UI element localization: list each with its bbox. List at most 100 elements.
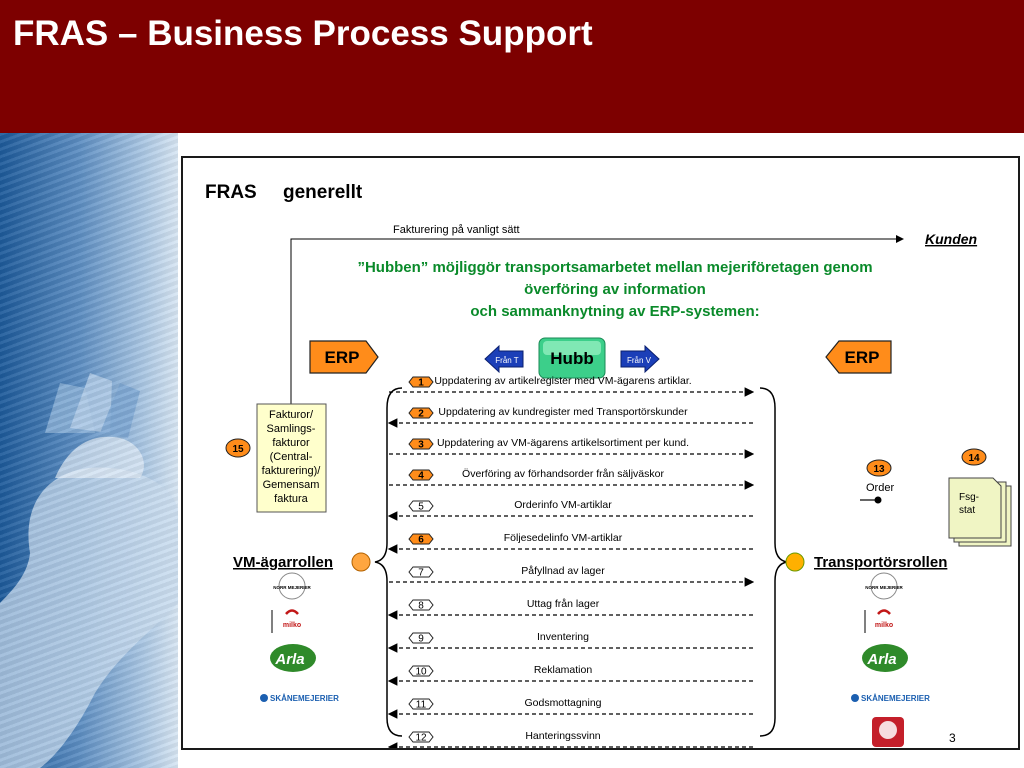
logo-text: SKÅNEMEJERIER bbox=[270, 694, 339, 703]
badge-14 bbox=[961, 448, 987, 466]
step-label: Uttag från lager bbox=[527, 598, 600, 610]
step-number: 11 bbox=[416, 700, 427, 711]
milko-logo-left bbox=[285, 609, 299, 615]
step-number: 3 bbox=[418, 440, 424, 451]
fsg-stat-document bbox=[948, 477, 1002, 539]
erp-left-arrow bbox=[309, 340, 379, 374]
step-number-badge bbox=[408, 632, 434, 644]
invoice-box-line: Fakturor/ bbox=[269, 409, 314, 421]
badge-15-label: 15 bbox=[232, 444, 244, 455]
step-label: Uppdatering av VM-ägarens artikelsortime… bbox=[437, 437, 689, 449]
invoice-box-line: (Central- bbox=[270, 451, 313, 463]
step-label: Påfyllnad av lager bbox=[521, 565, 605, 577]
hub-text-line2: överföring av information bbox=[524, 281, 706, 298]
step-number: 7 bbox=[418, 568, 424, 579]
step-label: Uppdatering av kundregister med Transpor… bbox=[438, 406, 688, 418]
fist-with-money-photo bbox=[0, 133, 178, 768]
logo-text: Arla bbox=[274, 651, 304, 668]
hub-text-line1: ”Hubben” möjliggör transportsamarbetet m… bbox=[357, 259, 872, 276]
step-row: 2 Uppdatering av kundregister med Transpo… bbox=[387, 406, 753, 428]
fsg-label-line: Fsg- bbox=[959, 492, 979, 503]
from-v-arrow bbox=[620, 344, 660, 374]
step-number-badge bbox=[408, 438, 434, 450]
from-v-label: Från V bbox=[627, 356, 652, 365]
step-row: 6 Följesedelinfo VM-artiklar bbox=[387, 532, 753, 554]
logo-text: SKÅNEMEJERIER bbox=[861, 694, 930, 703]
step-row: 7 Påfyllnad av lager bbox=[389, 565, 755, 587]
badge-13-label: 13 bbox=[873, 464, 885, 475]
invoice-box-line: fakturering)/ bbox=[262, 465, 322, 477]
step-number: 6 bbox=[418, 535, 424, 546]
from-t-arrow bbox=[484, 344, 524, 374]
step-number-badge bbox=[408, 533, 434, 545]
step-number-badge bbox=[408, 665, 434, 677]
step-label: Inventering bbox=[537, 631, 589, 643]
customer-label: Kunden bbox=[925, 231, 977, 247]
process-diagram: FRAS generellt Fakturering på vanligt sä… bbox=[205, 182, 1012, 748]
step-number: 9 bbox=[418, 634, 424, 645]
step-number: 1 bbox=[418, 378, 424, 389]
step-label: Godsmottagning bbox=[524, 697, 601, 709]
step-label: Hanteringssvinn bbox=[525, 730, 600, 742]
order-dot bbox=[874, 496, 882, 504]
step-label: Reklamation bbox=[534, 664, 593, 676]
page-number: 3 bbox=[949, 731, 956, 745]
hub-label: Hubb bbox=[550, 349, 593, 368]
step-number-badge bbox=[408, 731, 434, 743]
invoice-box-line: Samlings- bbox=[267, 423, 316, 435]
right-brace bbox=[759, 387, 788, 737]
norrmejerier-logo-right bbox=[870, 572, 898, 600]
arla-logo-left bbox=[270, 644, 316, 672]
step-number-badge bbox=[408, 407, 434, 419]
right-role-label: Transportörsrollen bbox=[814, 554, 947, 571]
logo-text: milko bbox=[283, 622, 301, 629]
from-t-label: Från T bbox=[495, 356, 519, 365]
invoice-box-line: fakturor bbox=[272, 437, 310, 449]
step-row: 10 Reklamation bbox=[387, 664, 753, 686]
step-number-badge bbox=[408, 566, 434, 578]
diagram-panel: FRAS generellt Fakturering på vanligt sä… bbox=[181, 156, 1020, 750]
milko-logo-right bbox=[877, 609, 891, 615]
badge-15 bbox=[225, 438, 251, 458]
logo-text: milko bbox=[875, 622, 893, 629]
erp-left-label: ERP bbox=[325, 348, 360, 367]
logo-text: NORR MEJERIER bbox=[865, 585, 903, 590]
right-role-circle bbox=[785, 552, 805, 572]
step-row: 9 Inventering bbox=[387, 631, 753, 653]
logo-text: NORR MEJERIER bbox=[273, 585, 311, 590]
erp-right-arrow bbox=[825, 340, 892, 374]
step-number: 5 bbox=[418, 502, 424, 513]
skanemejerier-logo-left bbox=[260, 694, 268, 702]
left-role-label: VM-ägarrollen bbox=[233, 554, 333, 571]
norrmejerier-logo-left bbox=[278, 572, 306, 600]
step-number-badge bbox=[408, 599, 434, 611]
step-number-badge bbox=[408, 698, 434, 710]
badge-13 bbox=[866, 459, 892, 477]
diagram-heading-left: FRAS bbox=[205, 182, 257, 203]
left-role-circle bbox=[351, 552, 371, 572]
step-label: Följesedelinfo VM-artiklar bbox=[504, 532, 623, 544]
slide-title: FRAS – Business Process Support bbox=[13, 14, 593, 53]
erp-right-label: ERP bbox=[845, 348, 880, 367]
step-number: 8 bbox=[418, 601, 424, 612]
step-row: 8 Uttag från lager bbox=[387, 598, 753, 620]
badge-14-label: 14 bbox=[968, 453, 980, 464]
logo-text: Arla bbox=[866, 651, 896, 668]
skanemejerier-logo-right bbox=[851, 694, 859, 702]
invoice-note-box bbox=[256, 403, 327, 513]
hub-text-line3: och sammanknytning av ERP-systemen: bbox=[470, 303, 759, 320]
invoice-box-line: faktura bbox=[274, 493, 309, 505]
step-number: 4 bbox=[418, 471, 424, 482]
step-number-badge bbox=[408, 376, 434, 388]
step-row: 12 Hanteringssvinn bbox=[387, 730, 753, 748]
step-number: 10 bbox=[415, 667, 427, 678]
fsg-label-line: stat bbox=[959, 505, 975, 516]
invoice-line-label: Fakturering på vanligt sätt bbox=[393, 224, 520, 236]
step-number: 2 bbox=[418, 409, 424, 420]
title-bar: FRAS – Business Process Support bbox=[0, 0, 1024, 133]
step-number: 12 bbox=[415, 733, 427, 744]
step-number-badge bbox=[408, 500, 434, 512]
diagram-heading-right: generellt bbox=[283, 182, 363, 203]
